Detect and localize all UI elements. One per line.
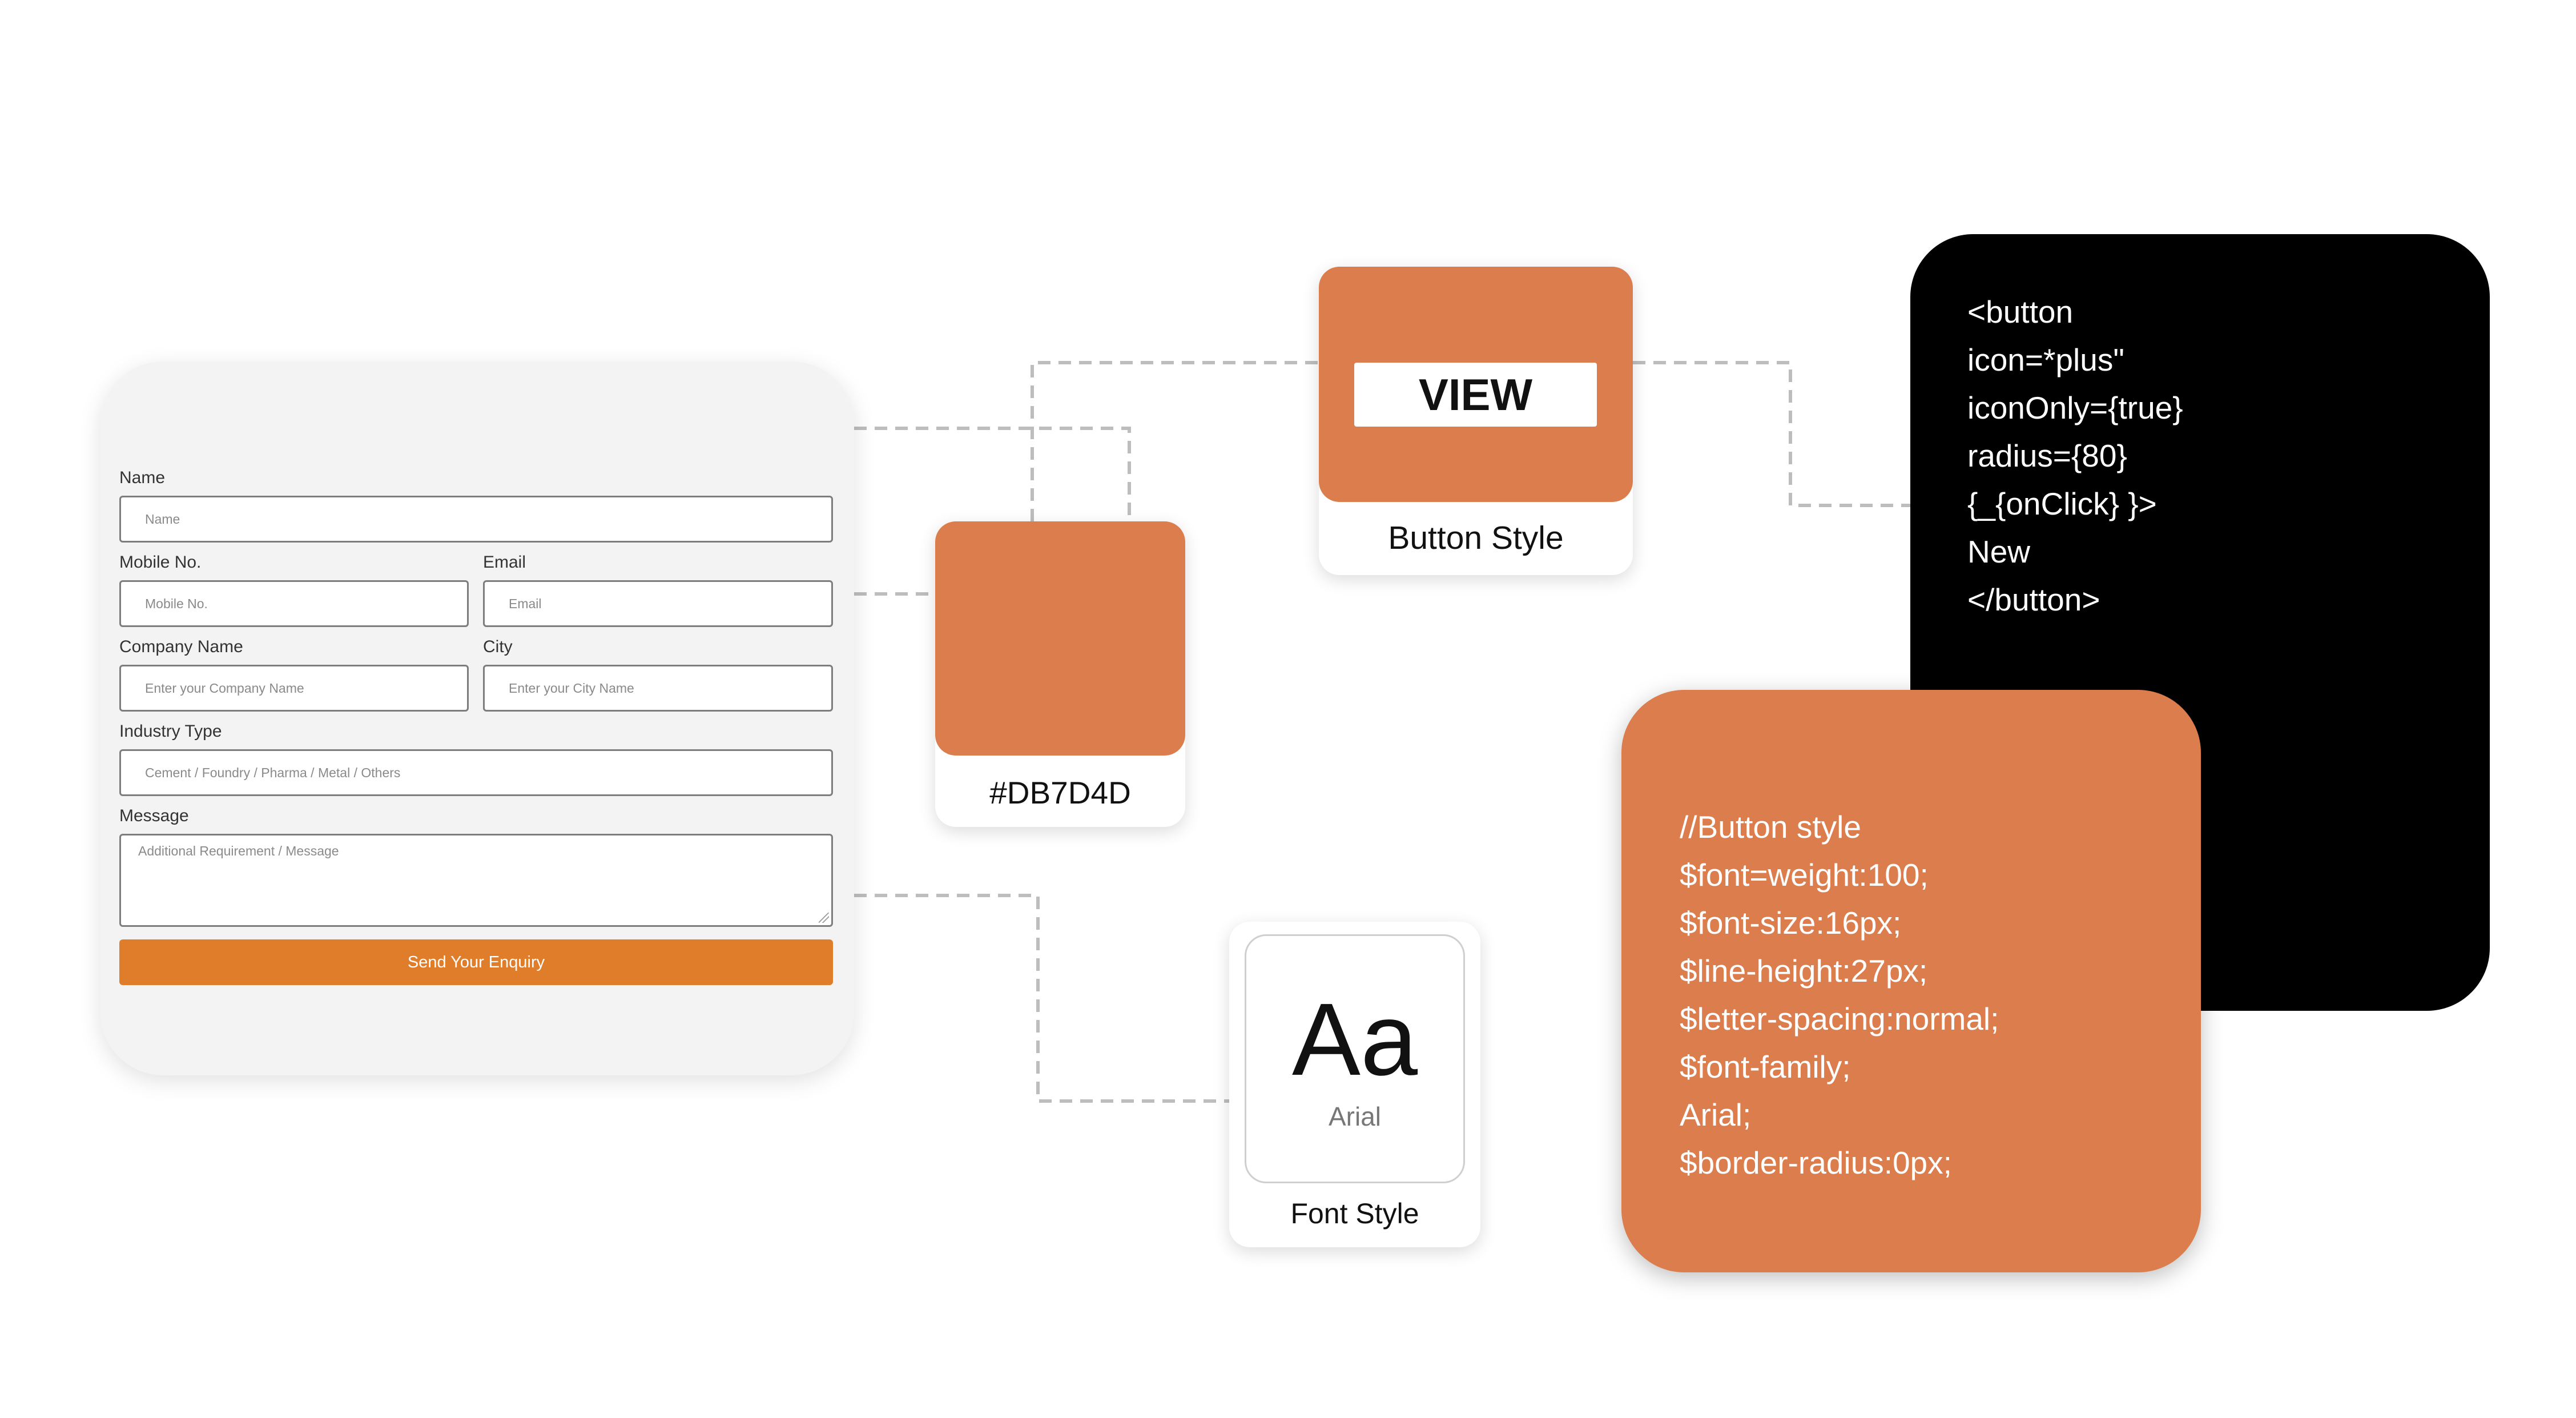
code-orange-line: $line-height:27px; — [1680, 953, 1928, 989]
code-orange-line: $font-size:16px; — [1680, 905, 1902, 941]
message-textarea[interactable]: Additional Requirement / Message — [119, 834, 833, 927]
code-orange-line: //Button style — [1680, 809, 1861, 845]
industry-placeholder: Cement / Foundry / Pharma / Metal / Othe… — [145, 765, 401, 780]
email-placeholder: Email — [509, 596, 542, 611]
mobile-label: Mobile No. — [119, 553, 202, 572]
color-swatch — [935, 521, 1185, 756]
code-snippet-orange — [1621, 690, 2201, 1272]
connector-form-to-font — [854, 894, 1229, 1103]
code-orange-line: $font=weight:100; — [1680, 857, 1929, 893]
name-placeholder: Name — [145, 511, 180, 527]
connector-form-to-swatch — [854, 427, 1131, 521]
city-placeholder: Enter your City Name — [509, 680, 634, 696]
code-dark-line: New — [1967, 534, 2031, 569]
email-input[interactable]: Email — [483, 580, 833, 627]
industry-input[interactable]: Cement / Foundry / Pharma / Metal / Othe… — [119, 749, 833, 796]
button-style-label: Button Style — [1388, 520, 1564, 556]
resize-grip-icon[interactable] — [819, 913, 829, 923]
name-input[interactable]: Name — [119, 496, 833, 543]
code-dark-line: <button — [1967, 294, 2074, 330]
code-dark-line: iconOnly={true} — [1967, 390, 2183, 425]
font-style-label: Font Style — [1290, 1198, 1419, 1230]
font-sample: Aa — [1291, 982, 1418, 1097]
code-orange-line: Arial; — [1680, 1097, 1752, 1132]
code-dark-line: radius={80} — [1967, 438, 2127, 473]
code-orange-line: $letter-spacing:normal; — [1680, 1001, 1999, 1037]
city-label: City — [483, 637, 513, 656]
code-dark-line: </button> — [1967, 582, 2100, 617]
color-hex-label: #DB7D4D — [989, 774, 1131, 810]
mobile-input[interactable]: Mobile No. — [119, 580, 469, 627]
company-input[interactable]: Enter your Company Name — [119, 665, 469, 712]
city-input[interactable]: Enter your City Name — [483, 665, 833, 712]
connector-button-to-code — [1633, 361, 1910, 507]
code-dark-line: {_{onClick} }> — [1967, 486, 2157, 521]
message-placeholder: Additional Requirement / Message — [138, 843, 339, 858]
connector-swatch-to-button — [1031, 361, 1319, 521]
font-preview-box — [1245, 934, 1465, 1183]
company-placeholder: Enter your Company Name — [145, 680, 304, 696]
code-orange-line: $font-family; — [1680, 1049, 1851, 1084]
message-label: Message — [119, 806, 189, 825]
email-label: Email — [483, 553, 526, 572]
mobile-placeholder: Mobile No. — [145, 596, 208, 611]
view-button[interactable]: VIEW — [1354, 363, 1597, 427]
industry-label: Industry Type — [119, 722, 222, 741]
company-label: Company Name — [119, 637, 243, 656]
send-enquiry-button[interactable]: Send Your Enquiry — [119, 939, 833, 985]
font-name: Arial — [1328, 1102, 1382, 1131]
name-label: Name — [119, 468, 166, 487]
code-orange-line: $border-radius:0px; — [1680, 1145, 1952, 1180]
code-dark-line: icon=*plus" — [1967, 342, 2124, 377]
